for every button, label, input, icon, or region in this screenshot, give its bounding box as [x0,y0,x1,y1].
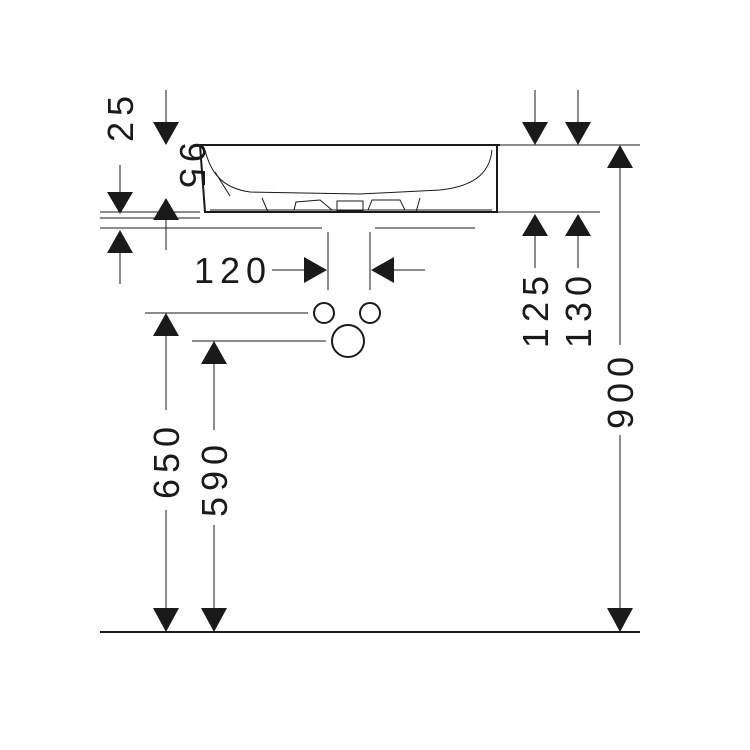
arrow-up-900 [607,145,633,168]
dim-label-130: 130 [558,270,599,348]
cold-valve-circle [313,302,335,324]
arrow-down-590 [201,608,227,632]
dim-label-95: 95 [172,142,213,194]
hot-valve-circle [359,302,381,324]
arrow-up-left [153,198,179,220]
arrow-down-left-95 [107,192,133,214]
dim-label-900: 900 [600,351,641,429]
dim-label-590: 590 [194,439,235,517]
arrow-down-right-b [565,122,591,145]
dim-label-650: 650 [146,421,187,499]
dim-label-120: 120 [194,250,272,291]
arrow-up-650 [153,313,179,336]
extension-lines [100,144,640,633]
dimension-lines [119,90,621,608]
arrow-left-120 [371,257,394,283]
arrow-up-125 [522,214,548,236]
arrow-up-590 [201,341,227,364]
arrow-down-650 [153,608,179,632]
dim-label-125: 125 [515,270,556,348]
drain-circle [331,324,365,358]
arrow-down-900 [607,608,633,632]
dimension-labels: 25 95 120 125 130 900 650 590 [100,90,641,517]
arrow-right-120 [304,257,327,283]
arrow-up-130 [565,214,591,236]
outlet-symbols [313,232,381,358]
dim-label-25: 25 [100,90,141,142]
arrow-up-left-lower [107,230,133,253]
basin-outline [199,144,500,213]
arrow-down-top-left [153,122,179,145]
arrowheads [107,122,633,632]
arrow-down-right-a [522,122,548,145]
